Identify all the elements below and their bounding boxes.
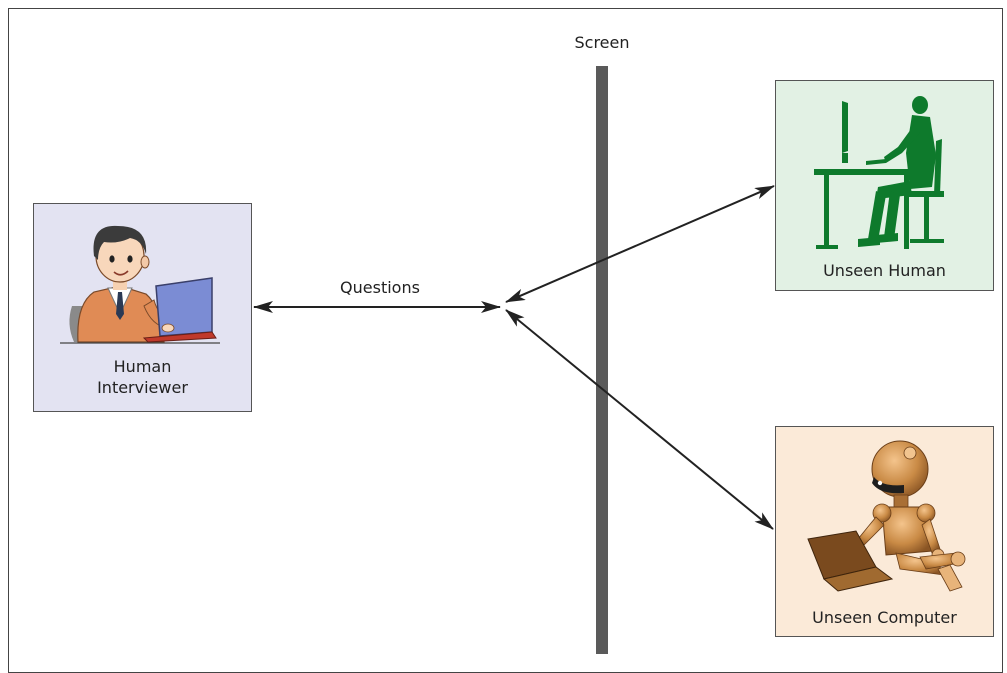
- unseen-human-node: Unseen Human: [775, 80, 994, 291]
- computer-link-arrow: [505, 309, 774, 530]
- human-link-arrow: [505, 185, 775, 303]
- robot-with-laptop-icon: [807, 440, 966, 592]
- person-at-computer-silhouette-icon: [814, 96, 944, 249]
- unseen-computer-label: Unseen Computer: [812, 608, 957, 627]
- unseen-human-label: Unseen Human: [823, 261, 946, 280]
- unseen-computer-node: Unseen Computer: [775, 426, 994, 637]
- screen-label: Screen: [574, 33, 630, 52]
- questions-label: Questions: [340, 278, 420, 297]
- human-interviewer-label: Human Interviewer: [34, 356, 251, 398]
- human-interviewer-node: Human Interviewer: [33, 203, 252, 412]
- human-interviewer-label-line2: Interviewer: [97, 378, 188, 397]
- person-at-laptop-icon: [60, 225, 220, 344]
- human-interviewer-label-line1: Human: [113, 357, 172, 376]
